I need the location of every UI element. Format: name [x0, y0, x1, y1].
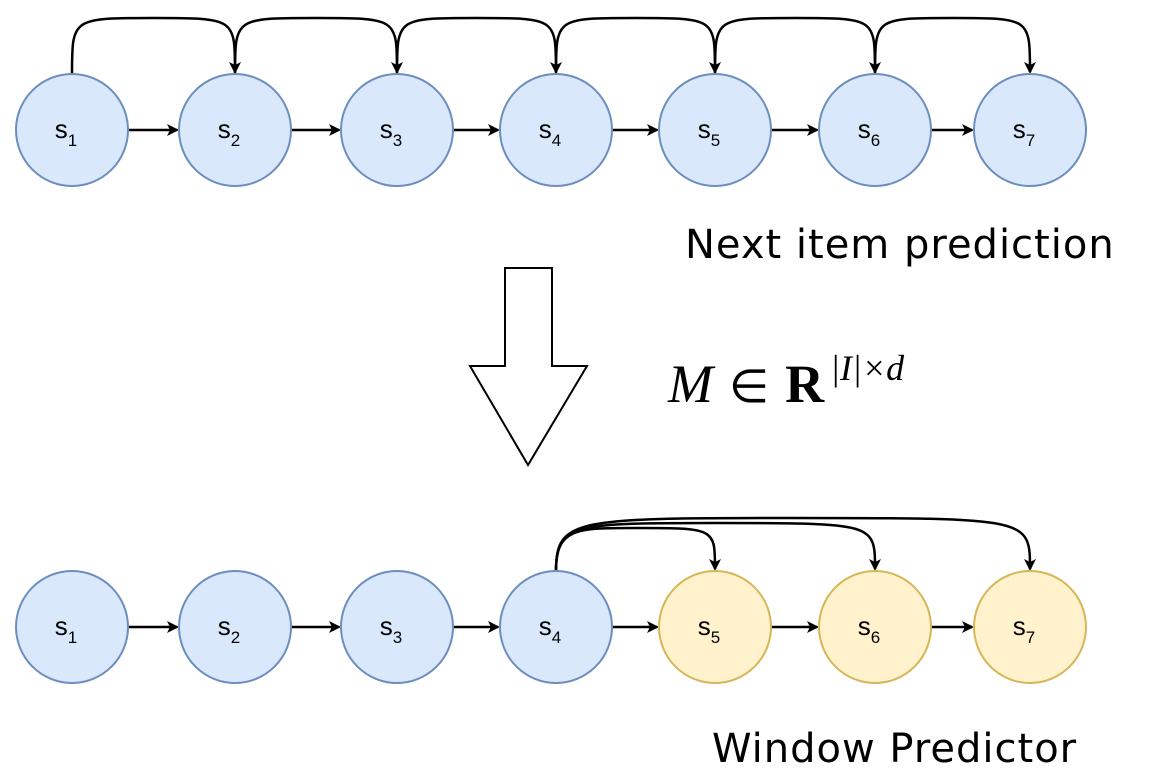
top-node-7: s7: [973, 73, 1087, 187]
node-label-base: s: [218, 114, 231, 144]
node-label: s5: [698, 114, 720, 150]
node-circle: [15, 73, 129, 187]
node-label-sub: 5: [711, 131, 720, 150]
node-label: s2: [218, 114, 240, 150]
node-label: s3: [380, 114, 402, 150]
node-circle: [973, 570, 1087, 684]
node-label: s6: [858, 611, 880, 647]
node-circle: [658, 73, 772, 187]
node-label: s5: [698, 611, 720, 647]
node-label-base: s: [55, 611, 68, 641]
node-label-sub: 4: [552, 628, 561, 647]
node-label-sub: 1: [68, 628, 77, 647]
top-node-6: s6: [818, 73, 932, 187]
top-node-4: s4: [499, 73, 613, 187]
node-label-sub: 2: [231, 131, 240, 150]
window-arc-4-5: [554, 526, 721, 572]
node-label-base: s: [858, 114, 871, 144]
node-label: s4: [539, 114, 561, 150]
node-label-base: s: [698, 611, 711, 641]
node-circle: [340, 570, 454, 684]
top-node-1: s1: [15, 73, 129, 187]
node-circle: [15, 570, 129, 684]
bottom-node-3: s3: [340, 570, 454, 684]
node-label-sub: 4: [552, 131, 561, 150]
node-circle: [178, 570, 292, 684]
node-label-base: s: [539, 611, 552, 641]
skip-arc-1-2: [70, 16, 241, 75]
skip-arc-2-3: [233, 16, 403, 75]
top-node-3: s3: [340, 73, 454, 187]
node-label-base: s: [380, 114, 393, 144]
node-label-sub: 3: [393, 131, 402, 150]
node-label: s7: [1013, 611, 1035, 647]
node-label-sub: 6: [871, 628, 880, 647]
down-arrow-icon: [468, 267, 589, 467]
skip-arc-4-5: [554, 16, 721, 75]
window-arcs: [554, 516, 1036, 572]
node-label-base: s: [858, 611, 871, 641]
bottom-node-1: s1: [15, 570, 129, 684]
formula-exponent: |I|×d: [830, 348, 905, 388]
skip-arc-6-7: [873, 16, 1036, 75]
node-label-base: s: [698, 114, 711, 144]
bottom-node-7: s7: [973, 570, 1087, 684]
node-label: s1: [55, 611, 77, 647]
node-circle: [499, 73, 613, 187]
node-label-base: s: [539, 114, 552, 144]
top-node-5: s5: [658, 73, 772, 187]
skip-arc-3-4: [395, 16, 562, 75]
bottom-node-2: s2: [178, 570, 292, 684]
skip-arc-5-6: [713, 16, 881, 75]
node-circle: [973, 73, 1087, 187]
embedding-formula: M ∈ R |I|×d: [667, 348, 905, 414]
node-label-sub: 5: [711, 628, 720, 647]
node-label: s3: [380, 611, 402, 647]
formula-r: R: [785, 354, 825, 414]
bottom-node-4: s4: [499, 570, 613, 684]
node-label-sub: 3: [393, 628, 402, 647]
node-label: s7: [1013, 114, 1035, 150]
node-circle: [818, 570, 932, 684]
node-label-base: s: [380, 611, 393, 641]
formula-in: ∈: [729, 361, 769, 412]
top-skip-arcs: [70, 16, 1036, 75]
formula-m: M: [667, 354, 716, 414]
bottom-caption: Window Predictor: [712, 726, 1077, 772]
node-label-sub: 7: [1026, 131, 1035, 150]
node-label: s6: [858, 114, 880, 150]
node-label-base: s: [55, 114, 68, 144]
top-caption: Next item prediction: [685, 222, 1115, 268]
node-label: s4: [539, 611, 561, 647]
node-label-sub: 7: [1026, 628, 1035, 647]
node-label-base: s: [1013, 611, 1026, 641]
node-label-sub: 1: [68, 131, 77, 150]
node-label-base: s: [1013, 114, 1026, 144]
node-circle: [658, 570, 772, 684]
node-label-sub: 2: [231, 628, 240, 647]
node-label: s2: [218, 611, 240, 647]
bottom-node-6: s6: [818, 570, 932, 684]
node-circle: [178, 73, 292, 187]
top-node-2: s2: [178, 73, 292, 187]
node-label-sub: 6: [871, 131, 880, 150]
node-circle: [499, 570, 613, 684]
bottom-node-5: s5: [658, 570, 772, 684]
node-circle: [340, 73, 454, 187]
node-label: s1: [55, 114, 77, 150]
window-arc-4-7: [554, 516, 1036, 572]
node-circle: [818, 73, 932, 187]
node-label-base: s: [218, 611, 231, 641]
